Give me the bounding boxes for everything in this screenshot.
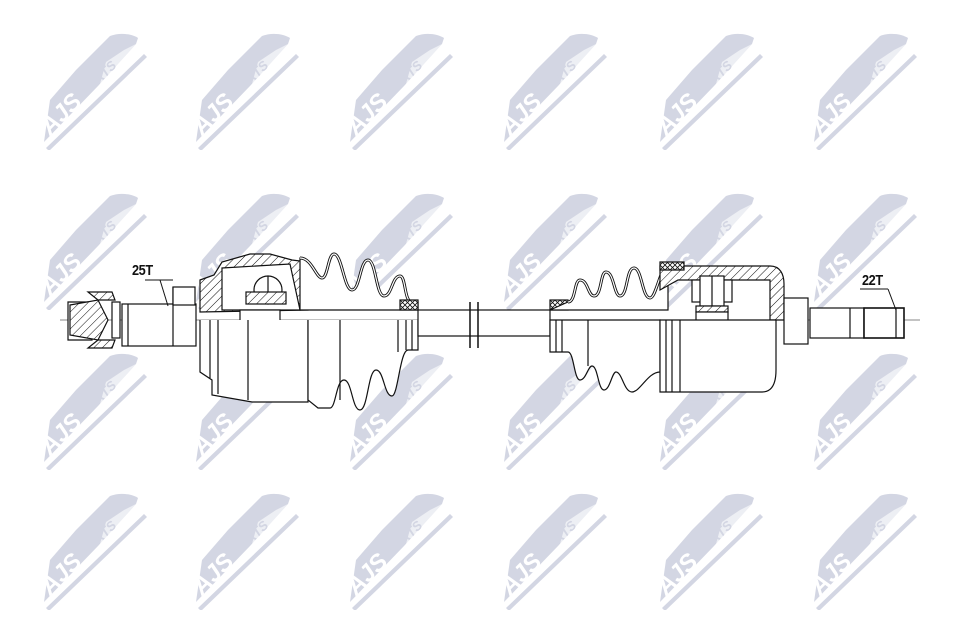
right-cv-housing (659, 261, 785, 393)
left-nut (67, 291, 121, 349)
right-boot (549, 262, 669, 393)
left-boot (299, 252, 419, 411)
intermediate-shaft (417, 302, 551, 348)
right-spline-shaft (783, 288, 905, 345)
left-spline-count-label: 25T (132, 262, 153, 279)
left-cv-housing (199, 253, 309, 403)
left-spline-shaft (121, 279, 197, 347)
right-spline-count-label: 22T (862, 272, 883, 289)
